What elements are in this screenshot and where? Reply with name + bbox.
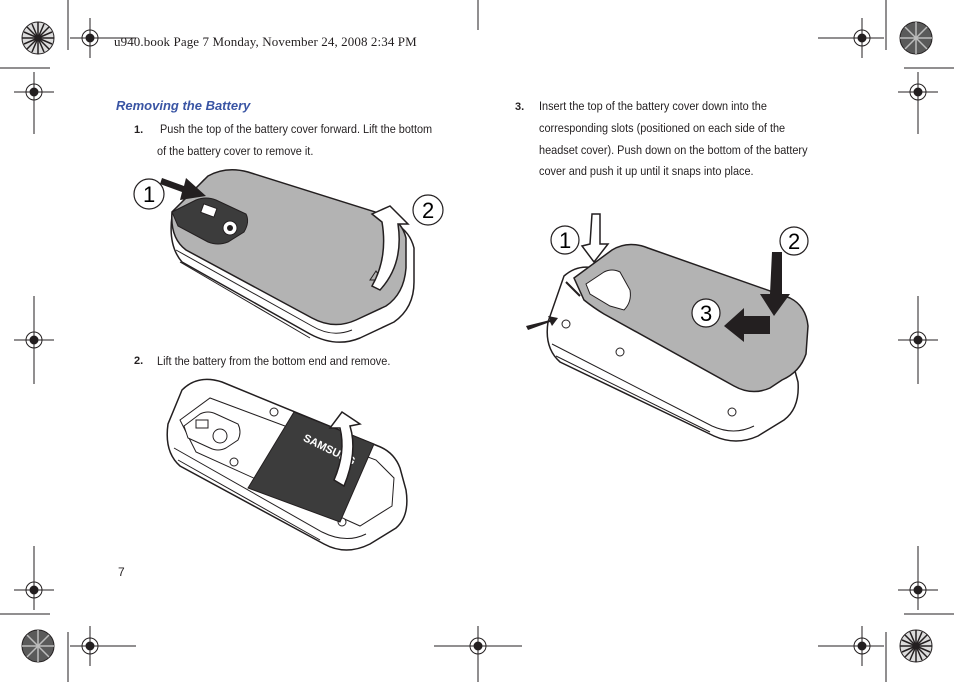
- registration-mark-icon: [898, 72, 938, 134]
- registration-mark-icon: [818, 626, 884, 666]
- callout-2-circle: [412, 194, 444, 226]
- callout-2-circle: [779, 226, 809, 256]
- callout-1-label: 1: [559, 228, 571, 253]
- step-2-line-1: Lift the battery from the bottom end and…: [157, 354, 391, 368]
- color-wheel-icon: [899, 629, 933, 663]
- step-3-line-4: cover and push it up until it snaps into…: [539, 164, 754, 178]
- step-2-number: 2.: [134, 355, 144, 367]
- callout-1-label: 1: [143, 182, 155, 207]
- registration-mark-icon: [14, 72, 54, 134]
- color-wheel-icon: [899, 21, 933, 55]
- step-3-line-2: corresponding slots (positioned on each …: [539, 121, 786, 135]
- page-number: 7: [118, 565, 125, 579]
- step-3-number: 3.: [515, 101, 525, 113]
- registration-mark-icon: [70, 18, 136, 58]
- registration-mark-icon: [14, 296, 54, 384]
- step-1-line-1: Push the top of the battery cover forwar…: [160, 122, 433, 136]
- step-3-line-3: headset cover). Push down on the bottom …: [539, 143, 808, 157]
- registration-mark-icon: [14, 546, 54, 610]
- step-3-line-1: Insert the top of the battery cover down…: [539, 99, 767, 113]
- callout-2-label: 2: [422, 198, 434, 223]
- section-title: Removing the Battery: [116, 98, 251, 113]
- callout-1-circle: [550, 225, 580, 255]
- color-wheel-icon: [21, 629, 55, 663]
- callout-3-label: 3: [700, 301, 712, 326]
- callout-2-label: 2: [788, 229, 800, 254]
- registration-mark-icon: [434, 626, 522, 666]
- step-1-line-2: of the battery cover to remove it.: [157, 144, 314, 158]
- registration-mark-icon: [898, 546, 938, 610]
- callout-1-circle: [133, 178, 165, 210]
- color-wheel-icon: [21, 21, 55, 55]
- step-1-number: 1.: [134, 124, 144, 136]
- registration-mark-icon: [818, 18, 884, 58]
- registration-mark-icon: [898, 296, 938, 384]
- page-header: u940.book Page 7 Monday, November 24, 20…: [114, 34, 417, 49]
- registration-mark-icon: [70, 626, 136, 666]
- callout-3-circle: [691, 298, 721, 328]
